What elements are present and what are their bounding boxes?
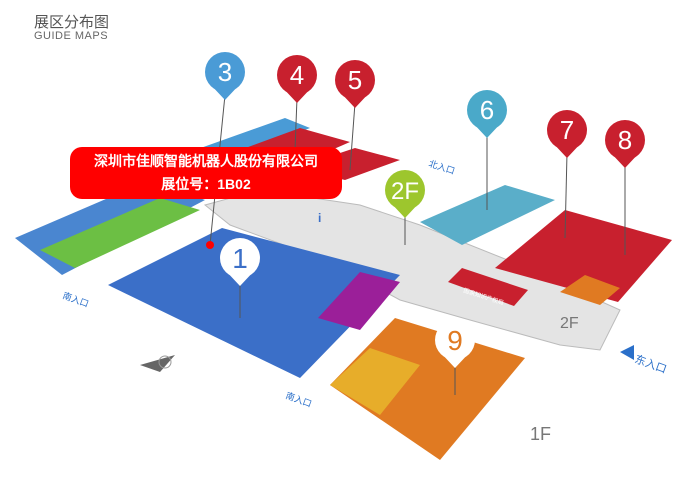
map-subtitle: GUIDE MAPS <box>34 30 109 42</box>
floor-label-2f: 2F <box>560 315 579 332</box>
entrance-south: 南入口 <box>284 390 313 410</box>
pin-label: 3 <box>218 57 232 87</box>
pin-hall-4[interactable] <box>277 55 317 103</box>
pin-2f[interactable] <box>385 170 425 218</box>
east-arrow-icon <box>620 345 634 360</box>
booth-callout[interactable]: 深圳市佳顺智能机器人股份有限公司 展位号：1B02 <box>70 147 342 199</box>
company-name: 深圳市佳顺智能机器人股份有限公司 <box>94 153 318 169</box>
pin-label: 8 <box>618 125 632 155</box>
hall-1-purple[interactable] <box>318 272 400 330</box>
pin-hall-7[interactable] <box>547 110 587 158</box>
pin-label: 5 <box>348 65 362 95</box>
entrance-north: 北入口 <box>427 158 456 176</box>
pin-label: 9 <box>447 325 463 356</box>
floor-label-1f: 1F <box>530 424 551 444</box>
booth-number: 展位号：1B02 <box>161 176 251 192</box>
booth-marker-dot <box>206 241 214 249</box>
pin-hall-6[interactable] <box>467 90 507 138</box>
ipo-box[interactable] <box>448 268 528 306</box>
pin-hall-8[interactable] <box>605 120 645 168</box>
hall-8-orange[interactable] <box>560 275 620 305</box>
compass-icon <box>140 355 175 372</box>
hall-9-yellow[interactable] <box>330 348 420 415</box>
entrance-south-left: 南入口 <box>61 290 90 310</box>
pin-hall-1[interactable] <box>220 238 260 286</box>
info-icon: i <box>318 211 321 225</box>
entrance-east: 东入口 <box>633 353 668 377</box>
hall-7-8[interactable] <box>495 210 672 302</box>
pin-hall-3[interactable] <box>205 52 245 100</box>
pin-label: 6 <box>480 95 494 125</box>
map-title: 展区分布图 <box>34 14 110 31</box>
pin-label: 7 <box>560 115 574 145</box>
pin-label: 2F <box>391 178 419 205</box>
hall-6[interactable] <box>420 185 555 245</box>
pin-label: 1 <box>232 243 248 274</box>
pin-label: 4 <box>290 60 304 90</box>
pin-hall-5[interactable] <box>335 60 375 108</box>
hall-left-green[interactable] <box>40 198 200 268</box>
hall-1[interactable] <box>108 228 400 378</box>
pin-hall-9[interactable] <box>435 320 475 368</box>
